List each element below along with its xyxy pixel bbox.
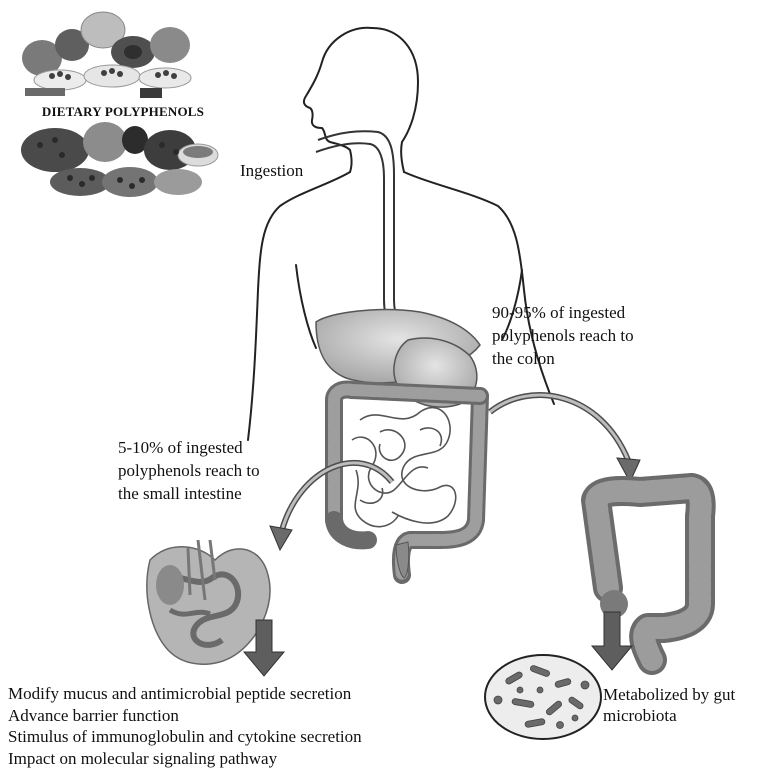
- effect-item: Impact on molecular signaling pathway: [8, 748, 278, 768]
- small-intestine-fraction-label-line2: polyphenols reach to: [118, 461, 260, 480]
- effect-item: Advance barrier function: [8, 705, 179, 725]
- microbiota-label-line1: Metabolized by gut: [603, 685, 736, 704]
- human-body-outline: [247, 26, 555, 441]
- small-intestine-fraction-label-line3: the small intestine: [118, 484, 242, 503]
- small-intestine: [351, 406, 457, 528]
- down-arrow-small-intestine: [242, 619, 286, 677]
- food-collage-title: DIETARY POLYPHENOLS: [41, 104, 205, 119]
- colon-fraction-label-line3: the colon: [492, 349, 555, 368]
- effect-item: Modify mucus and antimicrobial peptide s…: [8, 684, 352, 703]
- rectum: [395, 541, 410, 579]
- small-intestine-illustration: [146, 539, 271, 665]
- microbiota-label-line2: microbiota: [603, 706, 677, 725]
- gut-microbiota-illustration: [484, 654, 602, 740]
- colon-fraction-label-line2: polyphenols reach to: [492, 326, 634, 345]
- arrow-to-small-intestine: [269, 460, 395, 552]
- ingestion-label: Ingestion: [240, 161, 304, 180]
- colon-illustration: [581, 473, 716, 675]
- down-arrow-colon: [590, 611, 634, 671]
- colon-fraction-label-line1: 90-95% of ingested: [492, 303, 626, 322]
- small-intestine-effects-list: Modify mucus and antimicrobial peptide s…: [8, 683, 362, 769]
- arrow-to-colon: [488, 392, 641, 484]
- effect-item: Stimulus of immunoglobulin and cytokine …: [8, 727, 362, 746]
- food-collage-image: [18, 5, 228, 205]
- small-intestine-fraction-label-line1: 5-10% of ingested: [118, 438, 243, 457]
